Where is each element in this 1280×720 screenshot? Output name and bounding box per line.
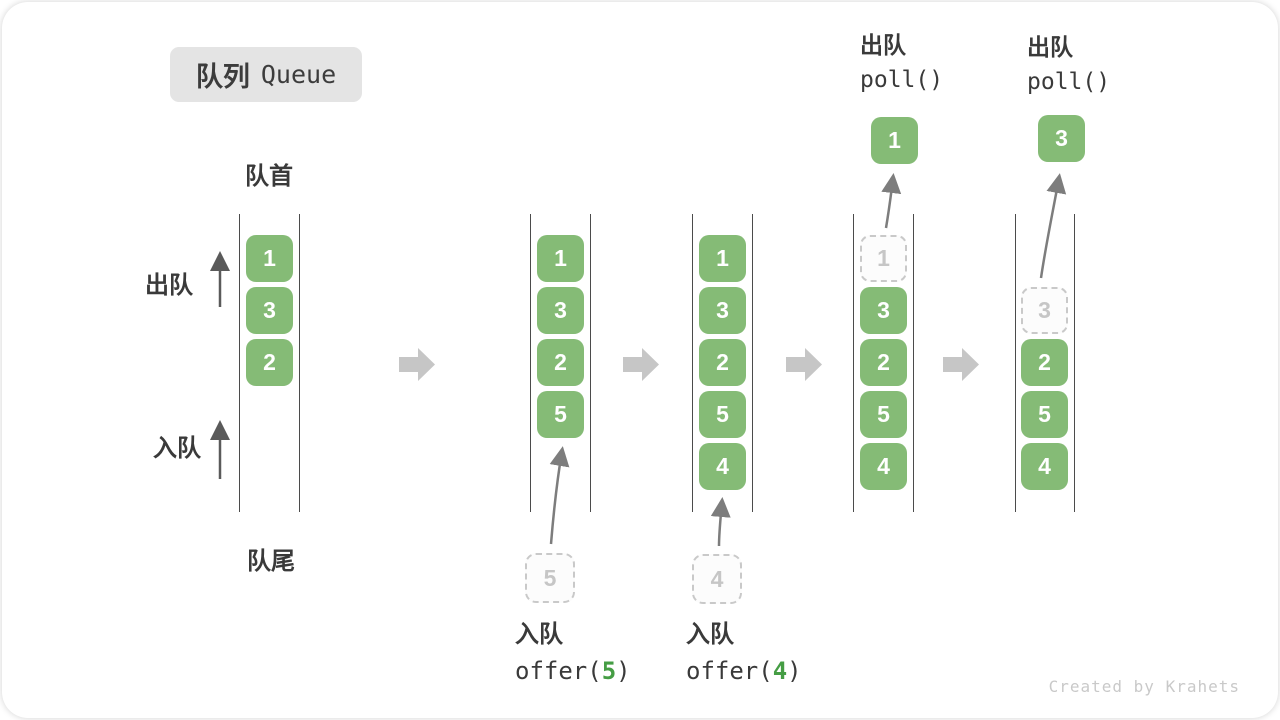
queue-item: 5 (699, 391, 746, 438)
code-pre: offer( (515, 657, 602, 685)
code-pre: offer( (686, 657, 773, 685)
code-arg: 4 (772, 657, 788, 685)
queue-item: 2 (1021, 339, 1068, 386)
transition-arrow-2-icon (623, 348, 659, 381)
op-poll-3: 出队 poll() (1027, 32, 1110, 97)
incoming-item: 4 (692, 554, 742, 604)
queue-item: 3 (860, 287, 907, 334)
transition-arrow-4-icon (943, 348, 979, 381)
queue-item: 3 (699, 287, 746, 334)
op-label: 出队 (860, 32, 906, 58)
op-code: offer(4) (686, 656, 802, 686)
title-zh: 队列 (195, 62, 250, 92)
queue-item: 5 (860, 391, 907, 438)
queue-item: 3 (246, 287, 293, 334)
title-en: Queue (260, 60, 337, 89)
watermark: Created by Krahets (1048, 677, 1240, 696)
transition-arrow-1-icon (399, 348, 435, 381)
queue-item: 5 (537, 391, 584, 438)
popped-item: 1 (871, 117, 918, 164)
queue-item: 4 (699, 443, 746, 490)
rear-label: 队尾 (247, 548, 295, 575)
diagram-title: 队列 Queue (170, 47, 362, 102)
ghost-slot: 3 (1021, 287, 1068, 334)
popped-item: 3 (1038, 115, 1085, 162)
queue-channel-2 (530, 214, 591, 512)
code-arg: 5 (601, 657, 617, 685)
op-label: 入队 (515, 621, 563, 648)
op-code: poll() (860, 67, 944, 93)
code-post: ) (787, 657, 802, 685)
op-label: 入队 (686, 621, 734, 648)
queue-item: 1 (537, 235, 584, 282)
queue-item: 4 (860, 443, 907, 490)
enqueue-side-label: 入队 (153, 435, 201, 462)
op-label: 出队 (1027, 34, 1073, 60)
code-post: ) (616, 657, 631, 685)
queue-item: 2 (246, 339, 293, 386)
queue-item: 2 (699, 339, 746, 386)
queue-item: 1 (699, 235, 746, 282)
queue-channel-5 (1015, 214, 1075, 512)
op-code: offer(5) (515, 656, 631, 686)
queue-item: 4 (1021, 443, 1068, 490)
op-poll-1: 出队 poll() (860, 30, 943, 95)
queue-channel-1 (239, 214, 300, 512)
ghost-slot: 1 (860, 235, 907, 282)
queue-item: 1 (246, 235, 293, 282)
transition-arrow-3-icon (786, 348, 822, 381)
op-enqueue-4: 入队 offer(4) (686, 620, 802, 686)
incoming-item: 5 (525, 553, 575, 603)
op-enqueue-5: 入队 offer(5) (515, 620, 631, 686)
front-label: 队首 (245, 163, 293, 190)
queue-item: 5 (1021, 391, 1068, 438)
queue-item: 3 (537, 287, 584, 334)
queue-item: 2 (860, 339, 907, 386)
queue-channel-4 (853, 214, 914, 512)
dequeue-side-label: 出队 (145, 272, 193, 299)
queue-item: 2 (537, 339, 584, 386)
op-code: poll() (1027, 69, 1111, 95)
queue-channel-3 (692, 214, 753, 512)
